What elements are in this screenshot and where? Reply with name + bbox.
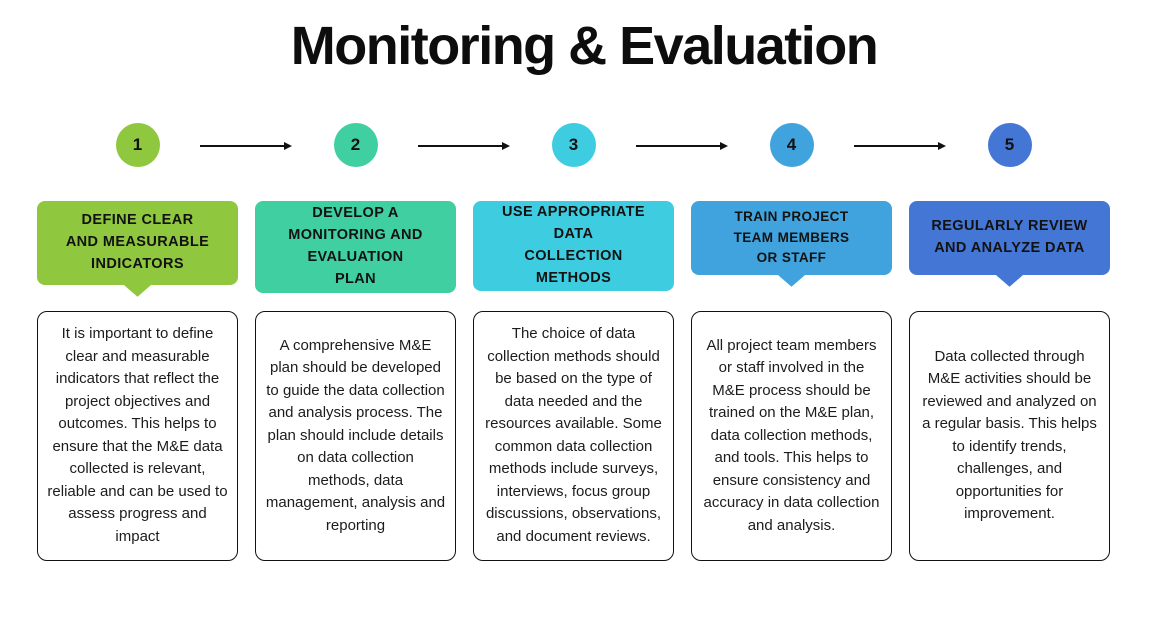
callout-tail-icon: [994, 273, 1025, 287]
arrow-shaft: [854, 145, 938, 148]
arrow-head: [502, 142, 510, 151]
step-3-description: The choice of data collection methods sh…: [473, 310, 674, 561]
arrow-right-icon: [200, 142, 292, 151]
step-5-circle-cell: 5: [909, 122, 1110, 171]
arrow-right-icon: [418, 142, 510, 151]
step-1-title-box: DEFINE CLEAR AND MEASURABLE INDICATORS: [37, 200, 238, 285]
step-headers-row: DEFINE CLEAR AND MEASURABLE INDICATORS D…: [37, 200, 1110, 311]
step-5-title-box: REGULARLY REVIEW AND ANALYZE DATA: [909, 200, 1110, 275]
callout-tail-icon: [122, 283, 153, 297]
arrow-head: [284, 142, 292, 151]
step-3-header-cell: USE APPROPRIATE DATA COLLECTION METHODS: [473, 200, 674, 311]
step-5-number-circle: 5: [987, 122, 1032, 167]
step-1-header-cell: DEFINE CLEAR AND MEASURABLE INDICATORS: [37, 200, 238, 311]
step-2-header-cell: DEVELOP A MONITORING AND EVALUATION PLAN: [255, 200, 456, 311]
infographic-canvas: { "page": { "title": "Monitoring & Evalu…: [0, 14, 1168, 629]
step-circles-row: 1 2 3 4 5: [37, 122, 1110, 171]
page-title: Monitoring & Evaluation: [290, 16, 879, 76]
step-3-number-circle: 3: [551, 122, 596, 167]
step-1-circle-cell: 1: [37, 122, 238, 171]
step-5-header-cell: REGULARLY REVIEW AND ANALYZE DATA: [909, 200, 1110, 311]
step-2-description: A comprehensive M&E plan should be devel…: [255, 310, 456, 561]
step-4-header-cell: TRAIN PROJECT TEAM MEMBERS OR STAFF: [691, 200, 892, 311]
process-flow: 1 2 3 4 5 DEF: [37, 122, 1110, 561]
step-4-number-circle: 4: [769, 122, 814, 167]
step-2-circle-cell: 2: [255, 122, 456, 171]
step-4-circle-cell: 4: [691, 122, 892, 171]
step-1-description: It is important to define clear and meas…: [37, 310, 238, 561]
step-4-description: All project team members or staff involv…: [691, 310, 892, 561]
callout-tail-icon: [776, 273, 807, 287]
step-descriptions-row: It is important to define clear and meas…: [37, 310, 1110, 561]
arrow-shaft: [636, 145, 720, 148]
arrow-shaft: [418, 145, 502, 148]
step-2-number-circle: 2: [333, 122, 378, 167]
step-3-title-box: USE APPROPRIATE DATA COLLECTION METHODS: [473, 200, 674, 291]
step-4-title-box: TRAIN PROJECT TEAM MEMBERS OR STAFF: [691, 200, 892, 275]
step-1-number-circle: 1: [115, 122, 160, 167]
arrow-head: [938, 142, 946, 151]
step-2-title-box: DEVELOP A MONITORING AND EVALUATION PLAN: [255, 200, 456, 293]
step-5-description: Data collected through M&E activities sh…: [909, 310, 1110, 561]
step-3-circle-cell: 3: [473, 122, 674, 171]
arrow-shaft: [200, 145, 284, 148]
arrow-right-icon: [636, 142, 728, 151]
arrow-head: [720, 142, 728, 151]
arrow-right-icon: [854, 142, 946, 151]
